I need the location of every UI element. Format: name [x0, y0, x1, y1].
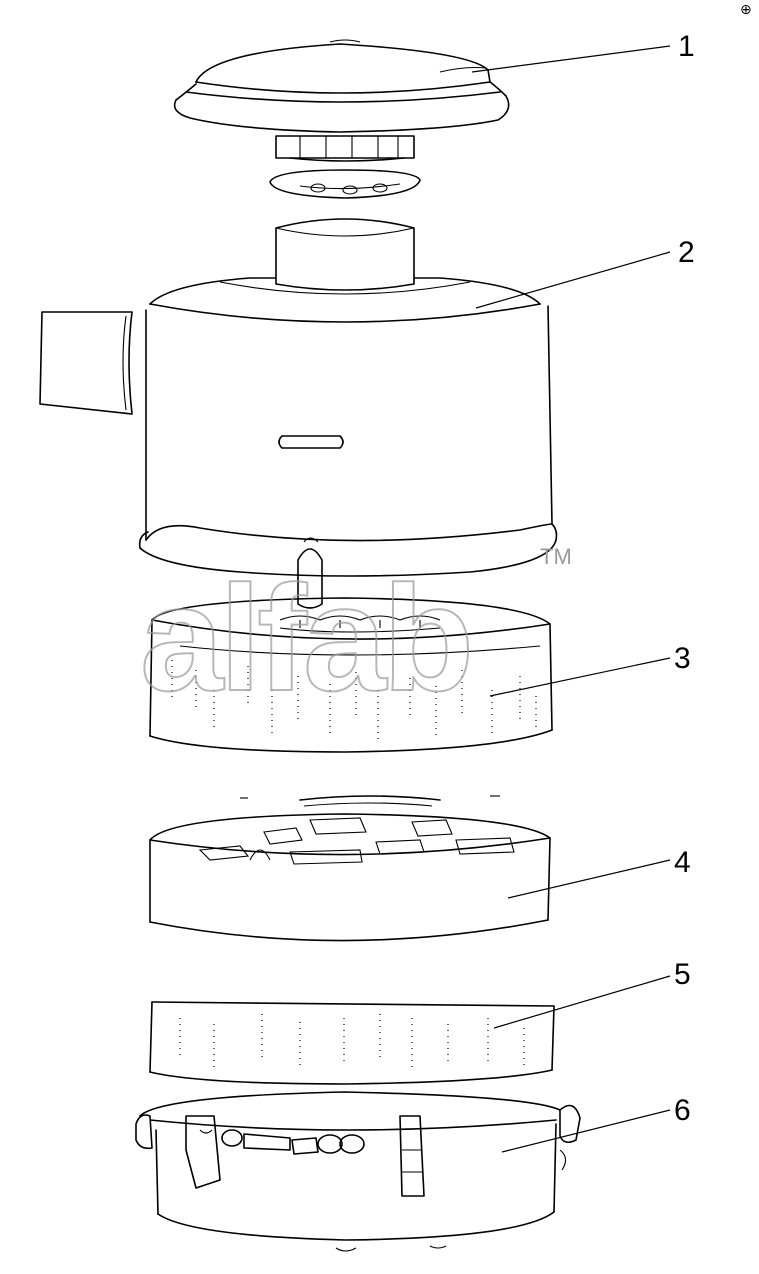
callout-1: 1 [471, 30, 695, 73]
part-1-cap [173, 39, 510, 162]
callout-label-1: 1 [678, 30, 695, 63]
corner-mark: ⊕ [740, 2, 752, 18]
callout-3: 3 [489, 642, 691, 697]
callout-label-2: 2 [678, 236, 695, 269]
callout-5: 5 [493, 958, 691, 1029]
callout-2: 2 [475, 236, 695, 309]
callout-4: 4 [507, 846, 691, 899]
callout-label-6: 6 [674, 1094, 691, 1127]
part-4-paper-filter [149, 813, 551, 942]
part-5-secondary-filter [149, 1001, 555, 1085]
callout-label-5: 5 [674, 958, 691, 991]
part-3-foam-filter [149, 597, 553, 753]
seal-ring [269, 169, 421, 199]
callout-label-4: 4 [674, 846, 691, 879]
callout-6: 6 [501, 1094, 691, 1153]
part-2-housing [39, 218, 558, 609]
svg-text:alfab: alfab [140, 554, 470, 722]
connector-ring [240, 795, 500, 807]
callout-label-3: 3 [674, 642, 691, 675]
svg-text:TM: TM [540, 544, 572, 569]
part-6-bowl [135, 1091, 581, 1252]
watermark: alfab TM [139, 544, 572, 723]
